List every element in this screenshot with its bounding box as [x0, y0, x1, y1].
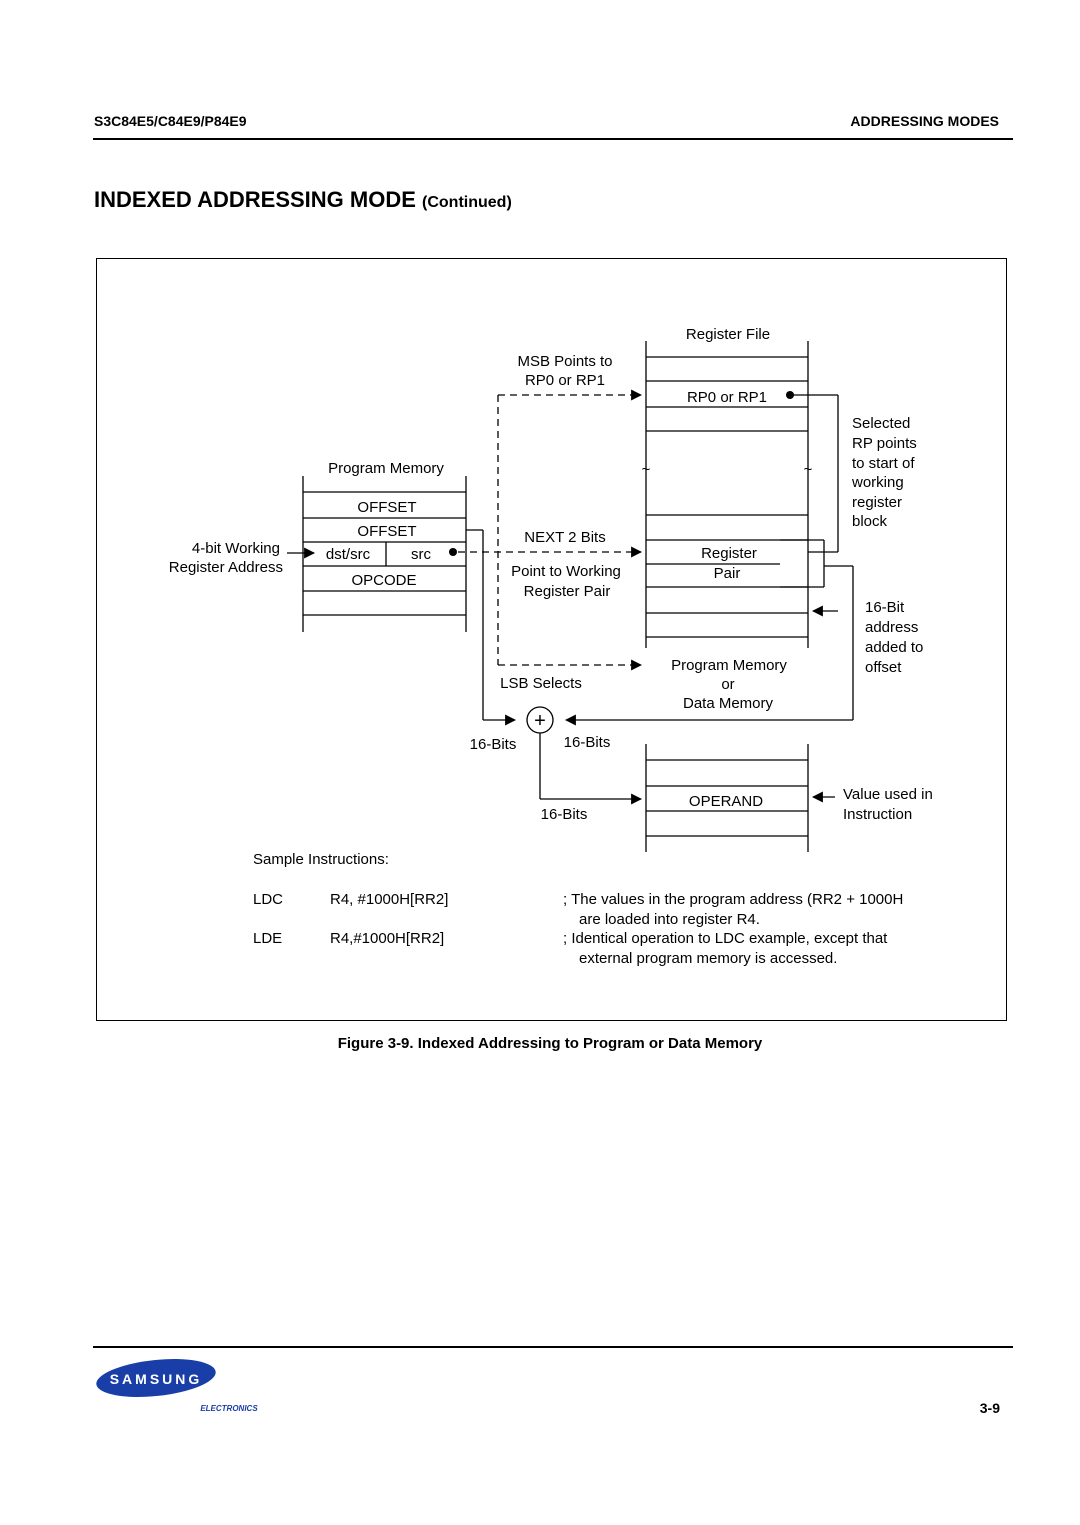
- sample-row-2-comment-2: external program memory is accessed.: [579, 950, 838, 967]
- next-2-bits-label: NEXT 2 Bits: [524, 529, 605, 546]
- value-used-line2: Instruction: [843, 806, 912, 823]
- page-number: 3-9: [979, 1400, 1000, 1416]
- bit16-line-4: offset: [865, 659, 902, 676]
- bits16-left-label: 16-Bits: [470, 736, 517, 753]
- footer-rule: [93, 1346, 1013, 1348]
- prog-data-line-3: Data Memory: [683, 695, 774, 712]
- register-cell: Register: [701, 545, 757, 562]
- sample-row-2-mnemonic: LDE: [253, 930, 283, 947]
- section-title: ADDRESSING MODES: [850, 113, 999, 129]
- opcode-cell: OPCODE: [351, 572, 416, 589]
- register-pair-bracket: [780, 539, 853, 588]
- msb-points-line1: MSB Points to: [517, 353, 612, 370]
- offset-to-adder-path: [466, 529, 517, 726]
- operand-cell: OPERAND: [689, 793, 763, 810]
- sample-row-1-comment-2: are loaded into register R4.: [579, 911, 760, 928]
- bit16-line-1: 16-Bit: [865, 599, 905, 616]
- bit16-line-3: added to: [865, 639, 923, 656]
- sample-row-1-mnemonic: LDC: [253, 891, 284, 908]
- prog-data-line-2: or: [721, 676, 734, 693]
- svg-text:SAMSUNG: SAMSUNG: [110, 1371, 203, 1387]
- samsung-logo: SAMSUNG ELECTRONICS: [96, 1359, 258, 1413]
- program-memory-title: Program Memory: [328, 460, 444, 477]
- selected-rp-line-4: working: [851, 474, 904, 491]
- src-dot: [449, 548, 457, 556]
- working-reg-line1: 4-bit Working: [192, 540, 280, 557]
- selected-rp-line-1: Selected: [852, 415, 910, 432]
- selected-rp-line-2: RP points: [852, 435, 917, 452]
- page-title: INDEXED ADDRESSING MODE (Continued): [94, 187, 512, 213]
- figure-frame: [96, 258, 1007, 1021]
- page-title-main: INDEXED ADDRESSING MODE: [94, 187, 416, 212]
- rp-dot: [786, 391, 794, 399]
- selected-rp-line-6: block: [852, 513, 888, 530]
- address-feedback-path: [564, 566, 854, 726]
- part-number: S3C84E5/C84E9/P84E9: [94, 113, 247, 129]
- prog-data-line-1: Program Memory: [671, 657, 787, 674]
- adder-to-operand-path: [539, 733, 643, 805]
- offset-cell-1: OFFSET: [357, 499, 416, 516]
- dst-src-cell: dst/src: [326, 546, 371, 563]
- sample-row-2-operands: R4,#1000H[RR2]: [330, 930, 445, 947]
- register-file-block: [645, 341, 809, 648]
- selected-rp-line-3: to start of: [852, 455, 915, 472]
- header-rule: [93, 138, 1013, 140]
- bits16-bottom-label: 16-Bits: [541, 806, 588, 823]
- sample-row-2-comment-1: ; Identical operation to LDC example, ex…: [563, 930, 888, 947]
- register-pair-label: Register Pair: [524, 583, 611, 600]
- dashed-selection-paths: [458, 389, 643, 671]
- figure-caption: Figure 3-9. Indexed Addressing to Progra…: [337, 1035, 763, 1052]
- selected-rp-line-5: register: [852, 494, 902, 511]
- adder-circle: [526, 706, 554, 734]
- rp-selection-bracket: [790, 394, 839, 553]
- register-file-title: Register File: [686, 326, 770, 343]
- tilde-left: ~: [642, 461, 651, 478]
- msb-points-line2: RP0 or RP1: [525, 372, 605, 389]
- point-to-working-label: Point to Working: [511, 563, 621, 580]
- src-cell: src: [411, 546, 431, 563]
- sample-instructions-heading: Sample Instructions:: [253, 851, 389, 868]
- bits16-right-label: 16-Bits: [564, 734, 611, 751]
- offset-cell-2: OFFSET: [357, 523, 416, 540]
- tilde-right: ~: [804, 461, 813, 478]
- sample-row-1-operands: R4, #1000H[RR2]: [330, 891, 449, 908]
- svg-text:ELECTRONICS: ELECTRONICS: [200, 1404, 258, 1413]
- rp0-rp1-cell: RP0 or RP1: [687, 389, 767, 406]
- lsb-selects-label: LSB Selects: [500, 675, 582, 692]
- sample-row-1-comment-1: ; The values in the program address (RR2…: [563, 891, 904, 908]
- operand-memory-block: [645, 744, 809, 852]
- program-memory-block: [302, 476, 467, 632]
- pair-cell: Pair: [714, 565, 741, 582]
- working-reg-line2: Register Address: [169, 559, 283, 576]
- page-title-suffix: (Continued): [422, 194, 512, 211]
- adder-plus: +: [534, 710, 546, 732]
- value-used-line1: Value used in: [843, 786, 933, 803]
- bit16-line-2: address: [865, 619, 918, 636]
